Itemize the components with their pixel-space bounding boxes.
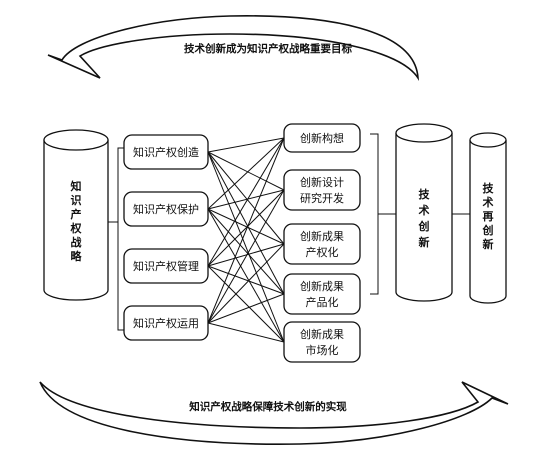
innovation-box-1: 创新构想 — [283, 123, 361, 153]
link-4-2 — [207, 189, 285, 324]
innovation-box-3: 创新成果 产权化 — [283, 223, 361, 265]
tech_reinnovation-char: 再 — [483, 210, 494, 223]
link-3-2 — [207, 189, 285, 267]
innovation-label-5b: 市场化 — [306, 343, 339, 357]
innovation-label-5a: 创新成果 — [300, 327, 344, 341]
strategy-char: 产 — [71, 207, 82, 221]
link-3-3 — [207, 243, 285, 267]
link-1-5 — [207, 151, 285, 343]
link-1-4 — [207, 151, 285, 295]
ip-stage-label-2: 知识产权保护 — [133, 202, 199, 216]
innovation-box-5: 创新成果 市场化 — [283, 321, 361, 363]
ip-stage-label-4: 知识产权运用 — [133, 316, 199, 330]
innovation-label-3a: 创新成果 — [300, 229, 344, 243]
ip-stage-box-1: 知识产权创造 — [123, 134, 209, 170]
tech_reinnovation-char: 创 — [482, 223, 494, 237]
right-bracket — [370, 133, 379, 295]
innovation-label-4b: 产品化 — [306, 295, 339, 309]
link-3-5 — [207, 265, 285, 343]
link-2-3 — [207, 208, 285, 245]
strategy-char: 战 — [71, 235, 82, 249]
link-2-2 — [207, 189, 285, 210]
tech_reinnovation-char: 新 — [483, 237, 494, 251]
link-4-3 — [207, 243, 285, 324]
link-3-1 — [207, 137, 285, 267]
innovation-label-2b: 研究开发 — [300, 191, 344, 205]
ip-stage-box-3: 知识产权管理 — [123, 248, 209, 284]
strategy-char: 权 — [70, 221, 83, 235]
innovation-label-4a: 创新成果 — [300, 279, 344, 293]
tech_innovation-char: 创 — [418, 219, 430, 233]
top-curved-arrow — [47, 15, 419, 82]
top-caption: 技术创新成为知识产权战略重要目标 — [184, 42, 352, 55]
strategy-label: 知识产权战略 — [70, 179, 83, 263]
tech_innovation-char: 术 — [418, 203, 430, 217]
innovation-label-1: 创新构想 — [300, 131, 344, 145]
link-1-3 — [207, 151, 285, 245]
tech-reinnovation-cylinder — [469, 132, 507, 304]
tech_innovation-char: 技 — [419, 187, 431, 201]
ip-stage-box-2: 知识产权保护 — [123, 191, 209, 227]
strategy-char: 略 — [71, 249, 83, 263]
link-3-4 — [207, 265, 285, 295]
tech_reinnovation-char: 技 — [483, 181, 495, 195]
link-4-1 — [207, 137, 285, 324]
tech_innovation-char: 新 — [419, 235, 430, 249]
ip-stage-label-3: 知识产权管理 — [133, 259, 199, 273]
link-2-1 — [207, 137, 285, 210]
strategy-cylinder — [43, 129, 109, 301]
bottom-curved-arrow — [39, 381, 509, 445]
ip-stage-box-4: 知识产权运用 — [123, 305, 209, 341]
tech-innovation-label: 技术创新 — [418, 187, 431, 249]
link-1-1 — [207, 137, 285, 153]
strategy-char: 识 — [71, 194, 82, 207]
innovation-label-2a: 创新设计 — [300, 175, 344, 189]
left-bracket — [117, 147, 124, 331]
innovation-box-2: 创新设计 研究开发 — [283, 169, 361, 211]
innovation-box-4: 创新成果 产品化 — [283, 273, 361, 315]
innovation-label-3b: 产权化 — [306, 245, 339, 259]
link-4-5 — [207, 322, 285, 343]
bottom-caption: 知识产权战略保障技术创新的实现 — [189, 400, 347, 413]
link-1-2 — [207, 151, 285, 191]
tech-innovation-cylinder — [395, 123, 453, 302]
link-4-4 — [207, 293, 285, 324]
strategy-char: 知 — [70, 179, 82, 193]
ip-stage-label-1: 知识产权创造 — [133, 145, 199, 159]
tech_reinnovation-char: 术 — [482, 195, 494, 209]
link-2-4 — [207, 208, 285, 295]
link-2-5 — [207, 208, 285, 343]
stage-connections — [207, 137, 285, 343]
